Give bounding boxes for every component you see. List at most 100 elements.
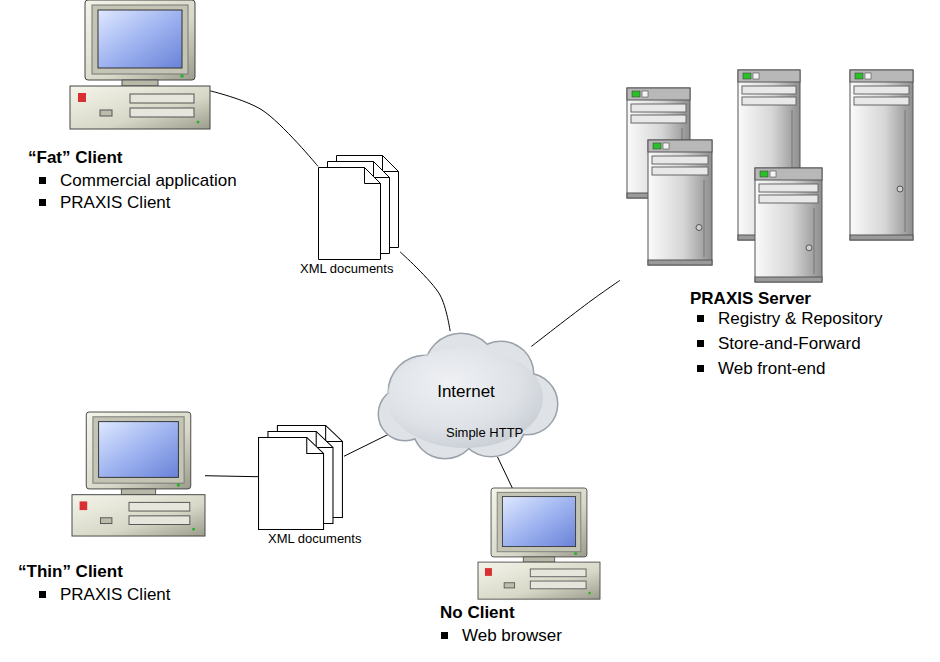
bullet-item: Registry & Repository <box>718 309 882 329</box>
computer-icon <box>478 488 600 600</box>
brand-logo <box>80 501 88 510</box>
status-led <box>632 91 640 97</box>
monitor-neck <box>122 80 158 86</box>
status-led <box>865 73 871 79</box>
page-fold <box>326 426 343 442</box>
bullet-item: PRAXIS Client <box>60 585 171 605</box>
server-tower <box>850 70 913 240</box>
document-page <box>259 438 324 530</box>
computer-icon-node: “Fat” ClientCommercial applicationPRAXIS… <box>18 0 308 215</box>
status-led <box>642 91 648 97</box>
monitor-bezel <box>93 417 184 483</box>
monitor-neck <box>121 489 155 495</box>
server-cluster <box>620 65 920 285</box>
computer-base <box>70 86 210 129</box>
server-tower <box>755 168 822 282</box>
monitor-screen <box>99 422 179 478</box>
brand-logo <box>485 568 492 576</box>
power-button <box>504 583 514 588</box>
drive-bay <box>631 115 686 123</box>
drive-bay <box>759 195 818 203</box>
document-page <box>319 168 381 260</box>
bullet-item: Store-and-Forward <box>718 334 861 354</box>
monitor-screen <box>502 497 575 547</box>
tower-cap <box>850 70 913 82</box>
bullet-item: PRAXIS Client <box>60 193 171 213</box>
page-fold <box>316 432 333 448</box>
page-fold <box>307 438 324 454</box>
network-link <box>205 475 258 477</box>
page-fold <box>383 156 399 172</box>
node-label: XML documents <box>300 262 393 277</box>
panel-seam <box>814 208 815 274</box>
panel-seam <box>905 110 906 232</box>
page-fold <box>365 168 381 184</box>
page-fold <box>374 162 390 178</box>
tower-cap <box>627 88 690 100</box>
cloud-shade <box>387 348 543 448</box>
network-link <box>210 91 318 166</box>
tower-foot <box>648 260 712 265</box>
document-stack <box>258 425 344 530</box>
internet-cloud-node: Internet <box>370 325 570 465</box>
network-link <box>497 457 512 488</box>
tower-foot <box>850 235 913 240</box>
monitor-neck <box>523 557 554 562</box>
drive-led <box>588 592 591 595</box>
tower-body <box>648 140 712 265</box>
drive-bay <box>854 86 909 94</box>
node-heading: “Fat” Client <box>28 148 122 168</box>
server-cluster-node: PRAXIS ServerRegistry & RepositoryStore-… <box>615 60 935 385</box>
power-led <box>177 483 180 486</box>
server-tower <box>648 140 712 265</box>
tower-foot <box>755 277 822 282</box>
status-led <box>743 73 751 79</box>
drive-bay <box>742 97 796 105</box>
computer-base <box>478 562 600 599</box>
bullet-item: Web front-end <box>718 359 825 379</box>
status-led <box>760 171 768 177</box>
drive-bay <box>652 156 708 164</box>
status-led <box>653 143 661 149</box>
bullet-item: Commercial application <box>60 171 237 191</box>
power-button <box>696 225 702 231</box>
cloud-outline <box>379 334 557 458</box>
power-button <box>100 110 112 116</box>
tower-cap <box>648 140 712 152</box>
monitor-frame <box>86 412 191 489</box>
brand-logo <box>78 93 86 102</box>
network-link <box>531 280 620 346</box>
drive-bay <box>742 86 796 94</box>
document-stack-node: XML documents <box>298 150 428 280</box>
power-led <box>574 552 577 555</box>
tower-cap <box>738 70 800 82</box>
drive-bay <box>854 97 909 105</box>
drive-led <box>197 121 200 124</box>
status-led <box>770 171 776 177</box>
computer-icon <box>70 0 210 130</box>
drive-slot <box>130 94 194 103</box>
node-heading: No Client <box>440 603 515 623</box>
document-stack <box>318 155 400 260</box>
document-stack-node: XML documents <box>250 425 390 555</box>
monitor-bezel <box>92 5 188 74</box>
monitor-screen <box>98 10 182 68</box>
computer-icon-node: “Thin” ClientPRAXIS Client <box>15 410 215 610</box>
network-link <box>400 252 450 331</box>
status-led <box>663 143 669 149</box>
monitor-frame <box>491 488 587 557</box>
computer-base <box>72 495 205 536</box>
link-label: Simple HTTP <box>446 426 523 441</box>
computer-icon <box>72 412 205 537</box>
tower-body <box>850 70 913 240</box>
cloud-fill <box>379 334 557 458</box>
power-button <box>897 186 903 192</box>
drive-led <box>192 528 195 531</box>
monitor-bezel <box>497 492 581 551</box>
drive-bay <box>759 184 818 192</box>
status-led <box>855 73 863 79</box>
tower-body <box>755 168 822 282</box>
node-label: Internet <box>437 382 495 402</box>
power-button <box>101 518 112 524</box>
